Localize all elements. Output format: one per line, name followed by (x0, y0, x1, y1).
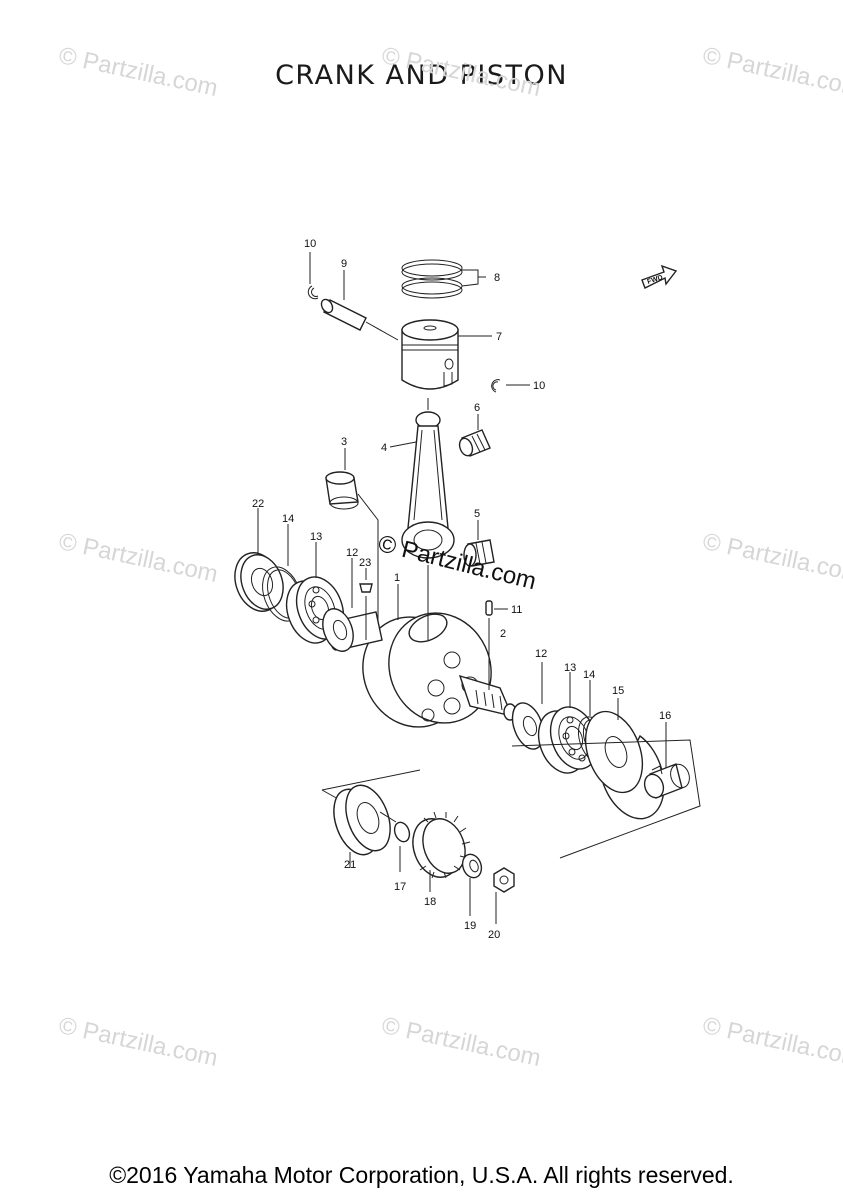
collar-right (643, 763, 690, 799)
callout-18: 18 (424, 896, 436, 908)
callout-14-right: 14 (583, 669, 595, 681)
callout-7: 7 (496, 331, 502, 343)
callout-8: 8 (494, 272, 500, 284)
oil-seal-right (584, 710, 665, 820)
copyright-notice: ©2016 Yamaha Motor Corporation, U.S.A. A… (109, 1162, 734, 1188)
crank-nut (493, 867, 515, 893)
callout-12-right: 12 (535, 648, 547, 660)
callout-14-left: 14 (282, 513, 294, 525)
callout-4: 4 (381, 442, 387, 454)
crank-key (485, 600, 493, 616)
circlip-right (491, 379, 501, 393)
callout-3: 3 (341, 436, 347, 448)
callout-21: 21 (344, 859, 356, 871)
lock-washer (461, 853, 483, 879)
piston-rings (401, 259, 463, 299)
washer-right (511, 702, 545, 750)
callout-23: 23 (359, 557, 371, 569)
callout-15: 15 (612, 685, 624, 697)
callout-16: 16 (659, 710, 671, 722)
piston (401, 319, 459, 390)
callout-19: 19 (464, 920, 476, 932)
circlip-left (307, 285, 319, 300)
fwd-label: FWD (646, 274, 663, 286)
callout-6: 6 (474, 402, 480, 414)
callout-11: 11 (511, 604, 522, 616)
callout-2: 2 (500, 628, 506, 640)
callout-5: 5 (474, 508, 480, 520)
crank-pin (325, 471, 359, 510)
woodruff-key (359, 583, 373, 593)
callout-9: 9 (341, 258, 347, 270)
callout-22: 22 (252, 498, 264, 510)
callout-13-left: 13 (310, 531, 322, 543)
callout-10-top: 10 (304, 238, 316, 250)
callout-13-right: 13 (564, 662, 576, 674)
piston-pin (320, 298, 367, 331)
callout-20: 20 (488, 929, 500, 941)
callout-10-right: 10 (533, 380, 545, 392)
big-end-bearing (463, 539, 495, 567)
crankshaft (329, 611, 517, 728)
washer-left (322, 608, 354, 652)
primary-drive-gear (412, 811, 471, 879)
callout-17: 17 (394, 881, 406, 893)
oil-seal-lower (333, 784, 391, 856)
oil-seal-left (234, 552, 284, 612)
callout-12-left: 12 (346, 547, 358, 559)
page-title: CRANK AND PISTON (275, 60, 568, 91)
callout-1: 1 (394, 572, 400, 584)
fwd-arrow-icon: FWD (641, 264, 678, 289)
o-ring (393, 821, 411, 843)
small-end-bearing (458, 429, 491, 457)
connecting-rod (401, 411, 455, 559)
